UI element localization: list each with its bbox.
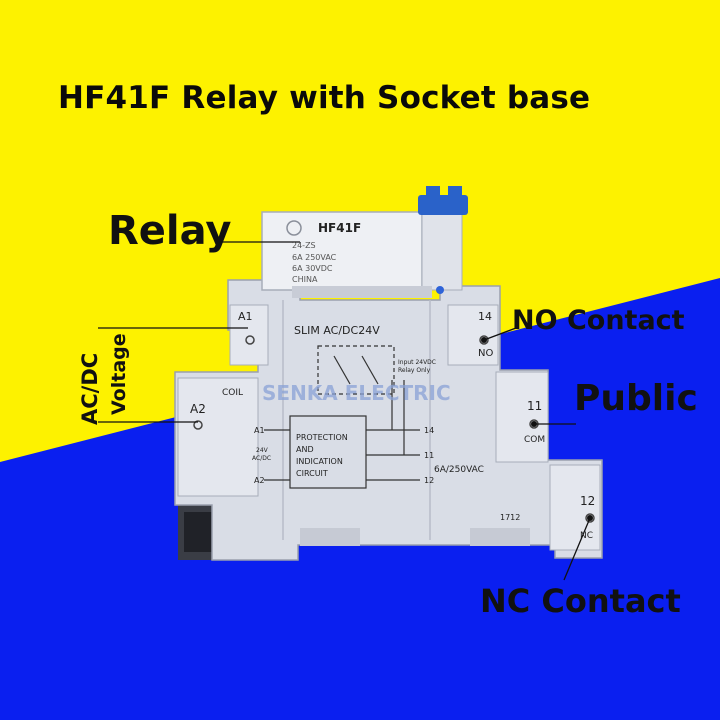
terminal-a1-top: A1 <box>238 310 253 323</box>
terminal-coil: COIL <box>222 388 243 398</box>
terminal-nc: NC <box>580 531 593 541</box>
socket-base <box>174 279 603 561</box>
circuit-a2: A2 <box>254 476 265 485</box>
terminal-14-top: 14 <box>478 310 492 323</box>
circuit-11: 11 <box>424 451 434 460</box>
input-note-2: Relay Only <box>398 367 431 374</box>
circuit-supply-type: AC/DC <box>252 455 271 462</box>
nc-contact-label: NC Contact <box>480 582 681 620</box>
input-note-1: Input 24VDC <box>398 359 436 366</box>
leader-lines <box>98 241 591 581</box>
voltage-label: Voltage <box>108 333 130 415</box>
relay-part: 24-ZS <box>292 241 316 250</box>
no-contact-label: NO Contact <box>512 305 685 336</box>
date-code: 1712 <box>500 513 520 522</box>
relay-label: Relay <box>108 208 232 254</box>
relay-rating-dc: 6A 30VDC <box>292 264 333 273</box>
relay-model: HF41F <box>318 221 361 235</box>
circuit-line-1: PROTECTION <box>296 433 348 442</box>
watermark: SENKA ELECTRIC <box>262 381 451 405</box>
ac-dc-label: AC/DC <box>78 352 102 425</box>
public-label: Public <box>574 378 698 419</box>
socket-model: SLIM AC/DC24V <box>294 324 380 337</box>
terminal-no: NO <box>478 348 493 359</box>
terminal-11-top: 11 <box>527 399 542 413</box>
terminal-a2-top: A2 <box>190 402 206 416</box>
led-indicator-icon <box>436 286 444 294</box>
relay-module <box>261 186 468 298</box>
terminal-12-top: 12 <box>580 494 595 508</box>
relay-origin: CHINA <box>292 275 318 284</box>
contact-rating: 6A/250VAC <box>434 465 484 475</box>
circuit-a1: A1 <box>254 426 265 435</box>
hongfa-logo-icon <box>286 220 302 236</box>
circuit-line-4: CIRCUIT <box>296 469 328 478</box>
terminal-com: COM <box>524 435 545 445</box>
circuit-14: 14 <box>424 426 434 435</box>
circuit-diagram <box>264 345 420 489</box>
circuit-12: 12 <box>424 476 434 485</box>
page-title: HF41F Relay with Socket base <box>58 80 591 116</box>
circuit-supply: 24V <box>256 447 269 454</box>
relay-rating-ac: 6A 250VAC <box>292 253 337 262</box>
circuit-line-3: INDICATION <box>296 457 343 466</box>
circuit-line-2: AND <box>296 445 314 454</box>
